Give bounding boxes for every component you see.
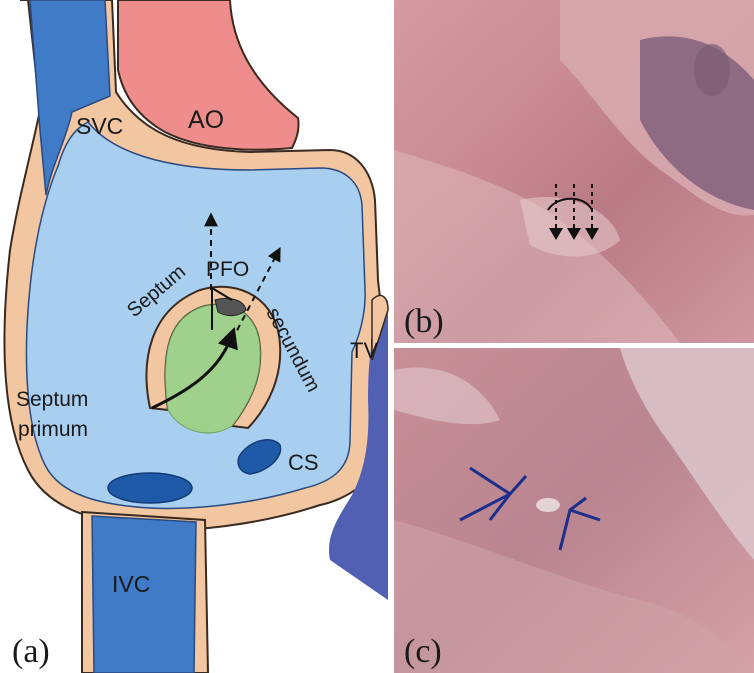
panel-c-label: (c) bbox=[404, 633, 442, 670]
ivc-orifice bbox=[108, 473, 192, 503]
cs-label: CS bbox=[288, 450, 319, 475]
panel-b-label: (b) bbox=[404, 303, 444, 340]
ao-label: AO bbox=[188, 106, 224, 134]
panel-c-closure-point bbox=[536, 498, 560, 512]
panel-b-orifice bbox=[694, 44, 730, 96]
panel-a-label: (a) bbox=[12, 633, 50, 670]
svc-label: SVC bbox=[76, 113, 123, 139]
panel-a-schematic: SVC AO PFO Septum secundum TV Septum pri… bbox=[4, 0, 388, 673]
pfo-label: PFO bbox=[206, 258, 249, 281]
panel-c-photo: (c) bbox=[394, 348, 754, 673]
tv-label: TV bbox=[350, 338, 378, 363]
panel-b-photo: (b) bbox=[394, 0, 754, 343]
septum-primum-label-line1: Septum bbox=[16, 388, 88, 411]
septum-primum-label-line2: primum bbox=[18, 418, 88, 441]
ivc-label: IVC bbox=[112, 571, 150, 597]
